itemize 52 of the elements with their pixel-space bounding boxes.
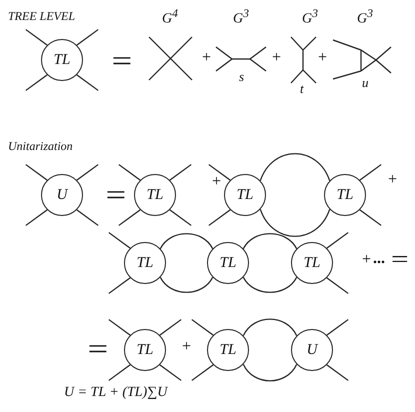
section-heading: Unitarization: [8, 140, 73, 152]
amplitude-circle: [207, 242, 249, 284]
equation: U = TL + (TL)∑U: [64, 386, 168, 400]
channel-label: s: [239, 70, 244, 83]
plus-sign: +: [272, 50, 282, 66]
amplitude-circle: [124, 242, 166, 284]
equals-sign: =: [88, 336, 108, 364]
coupling-label: G$^{4}$: [162, 8, 178, 27]
propagator-line: [260, 209, 330, 237]
propagator-line: [242, 318, 298, 336]
amplitude-symbol: TL: [220, 342, 236, 358]
channel-label: u: [362, 76, 368, 89]
amplitude-symbol: TL: [336, 188, 354, 202]
amplitude-circle: [41, 174, 83, 216]
amplitude-symbol: TL: [146, 188, 164, 202]
amplitude-circle: [324, 174, 366, 216]
amplitude-circle: [124, 329, 166, 371]
amplitude-symbol: TL: [54, 52, 70, 68]
propagator-line: [242, 276, 298, 293]
ellipsis: ...: [373, 251, 385, 267]
amplitude-circle: [207, 329, 249, 371]
plus-sign: +: [318, 50, 328, 66]
plus-sign: +: [212, 174, 222, 190]
amplitude-symbol: TL: [136, 342, 154, 358]
propagator-line: [160, 277, 214, 293]
amplitude-symbol: TL: [236, 188, 254, 202]
equals-sign: =: [106, 182, 126, 210]
plus-sign: +: [388, 172, 398, 188]
amplitude-circle: [41, 39, 83, 81]
propagator-line: [242, 364, 298, 382]
plus-sign: +: [182, 339, 192, 355]
amplitude-circle: [224, 174, 266, 216]
propagator-line: [242, 233, 298, 250]
amplitude-circle: [134, 174, 176, 216]
equals-sign: =: [112, 48, 132, 76]
channel-label: t: [300, 82, 304, 95]
section-heading: TREE LEVEL: [8, 10, 76, 22]
plus-sign: +: [202, 50, 212, 66]
amplitude-symbol: U: [56, 188, 68, 202]
propagator-line: [160, 233, 214, 249]
amplitude-symbol: TL: [220, 256, 236, 270]
coupling-label: G$^{3}$: [233, 8, 249, 27]
coupling-label: G$^{3}$: [357, 8, 373, 27]
coupling-label: G$^{3}$: [302, 8, 318, 27]
propagator-line: [260, 153, 330, 181]
plus-sign: +: [362, 252, 372, 268]
equals-sign: =: [390, 248, 409, 272]
amplitude-symbol: U: [306, 342, 318, 358]
amplitude-symbol: TL: [304, 256, 320, 270]
amplitude-circle: [291, 242, 333, 284]
amplitude-circle: [291, 329, 333, 371]
amplitude-symbol: TL: [136, 256, 154, 270]
